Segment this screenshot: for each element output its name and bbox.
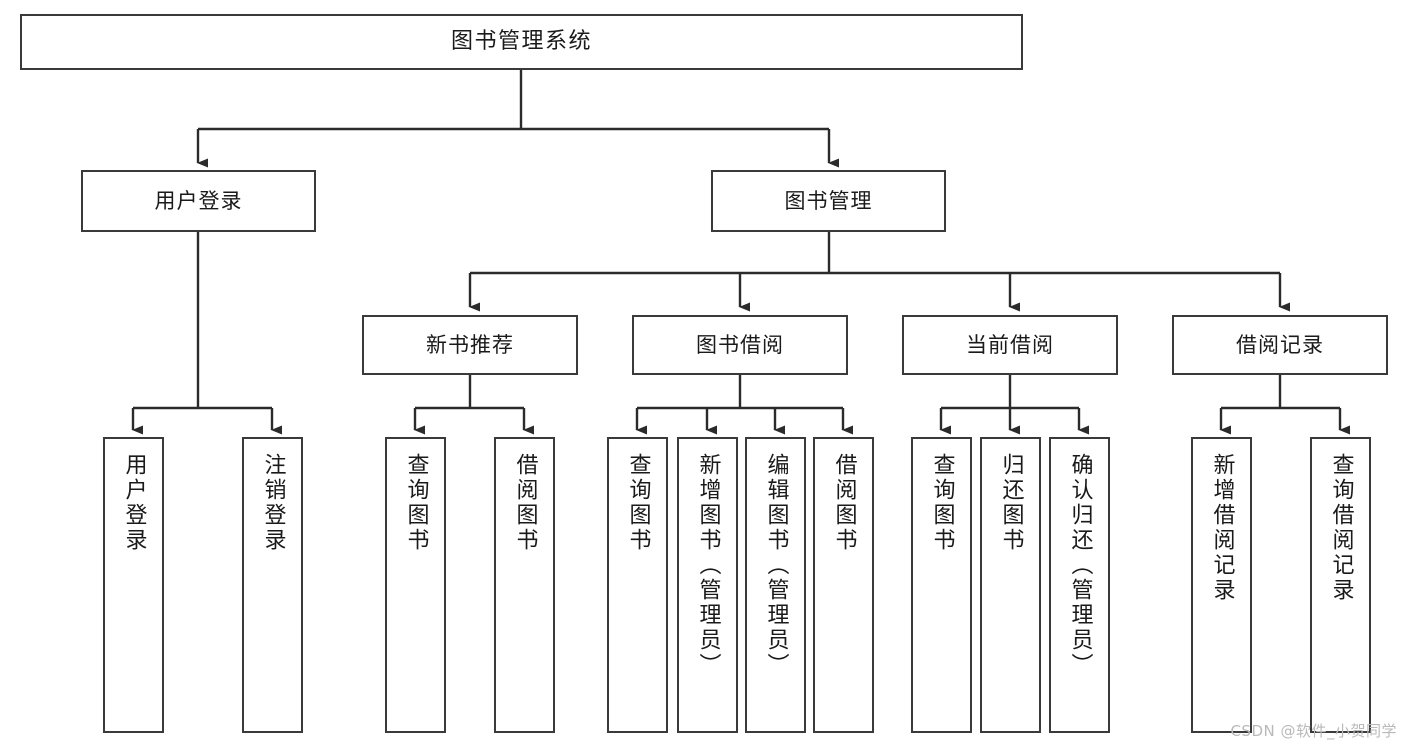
node-leaf-query-book-2[interactable]: 查询图书	[607, 437, 668, 733]
node-leaf-add-book[interactable]: 新增图书（管理员）	[677, 437, 738, 733]
node-leaf-return-book[interactable]: 归还图书	[980, 437, 1041, 733]
node-leaf-user-login-label: 用户登录	[121, 453, 147, 553]
node-root-system-label: 图书管理系统	[450, 29, 592, 55]
node-leaf-confirm-return-label: 确认归还（管理员）	[1067, 453, 1093, 678]
node-leaf-borrow-book-2-label: 借阅图书	[831, 453, 857, 553]
node-borrow-record-label: 借阅记录	[1236, 332, 1324, 357]
node-leaf-query-book-3[interactable]: 查询图书	[911, 437, 972, 733]
node-leaf-add-record[interactable]: 新增借阅记录	[1191, 437, 1252, 733]
node-leaf-query-record-label: 查询借阅记录	[1328, 453, 1354, 603]
node-leaf-query-book-3-label: 查询图书	[929, 453, 955, 553]
node-leaf-query-book-2-label: 查询图书	[625, 453, 651, 553]
node-leaf-logout[interactable]: 注销登录	[242, 437, 303, 733]
node-user-login[interactable]: 用户登录	[81, 170, 316, 232]
node-new-book-recommend[interactable]: 新书推荐	[362, 315, 578, 375]
node-root-system[interactable]: 图书管理系统	[20, 14, 1023, 70]
node-book-borrow[interactable]: 图书借阅	[632, 315, 848, 375]
node-leaf-edit-book[interactable]: 编辑图书（管理员）	[745, 437, 806, 733]
node-leaf-borrow-book-2[interactable]: 借阅图书	[813, 437, 874, 733]
node-leaf-user-login[interactable]: 用户登录	[103, 437, 164, 733]
node-leaf-query-book-1[interactable]: 查询图书	[385, 437, 446, 733]
node-leaf-logout-label: 注销登录	[260, 453, 286, 553]
node-book-management-label: 图书管理	[784, 188, 873, 213]
node-leaf-return-book-label: 归还图书	[998, 453, 1024, 553]
node-borrow-record[interactable]: 借阅记录	[1172, 315, 1388, 375]
node-new-book-recommend-label: 新书推荐	[426, 332, 514, 357]
node-leaf-confirm-return[interactable]: 确认归还（管理员）	[1049, 437, 1110, 733]
node-current-borrow[interactable]: 当前借阅	[902, 315, 1118, 375]
node-leaf-add-book-label: 新增图书（管理员）	[695, 453, 721, 678]
node-leaf-query-book-1-label: 查询图书	[403, 453, 429, 553]
node-leaf-edit-book-label: 编辑图书（管理员）	[763, 453, 789, 678]
node-leaf-query-record[interactable]: 查询借阅记录	[1310, 437, 1371, 733]
node-user-login-label: 用户登录	[154, 188, 243, 213]
node-current-borrow-label: 当前借阅	[966, 332, 1054, 357]
node-book-borrow-label: 图书借阅	[696, 332, 784, 357]
node-leaf-add-record-label: 新增借阅记录	[1209, 453, 1235, 603]
node-book-management[interactable]: 图书管理	[711, 170, 946, 232]
node-leaf-borrow-book-1[interactable]: 借阅图书	[494, 437, 555, 733]
node-leaf-borrow-book-1-label: 借阅图书	[512, 453, 538, 553]
watermark: CSDN @软件_小贺同学	[1230, 722, 1397, 740]
